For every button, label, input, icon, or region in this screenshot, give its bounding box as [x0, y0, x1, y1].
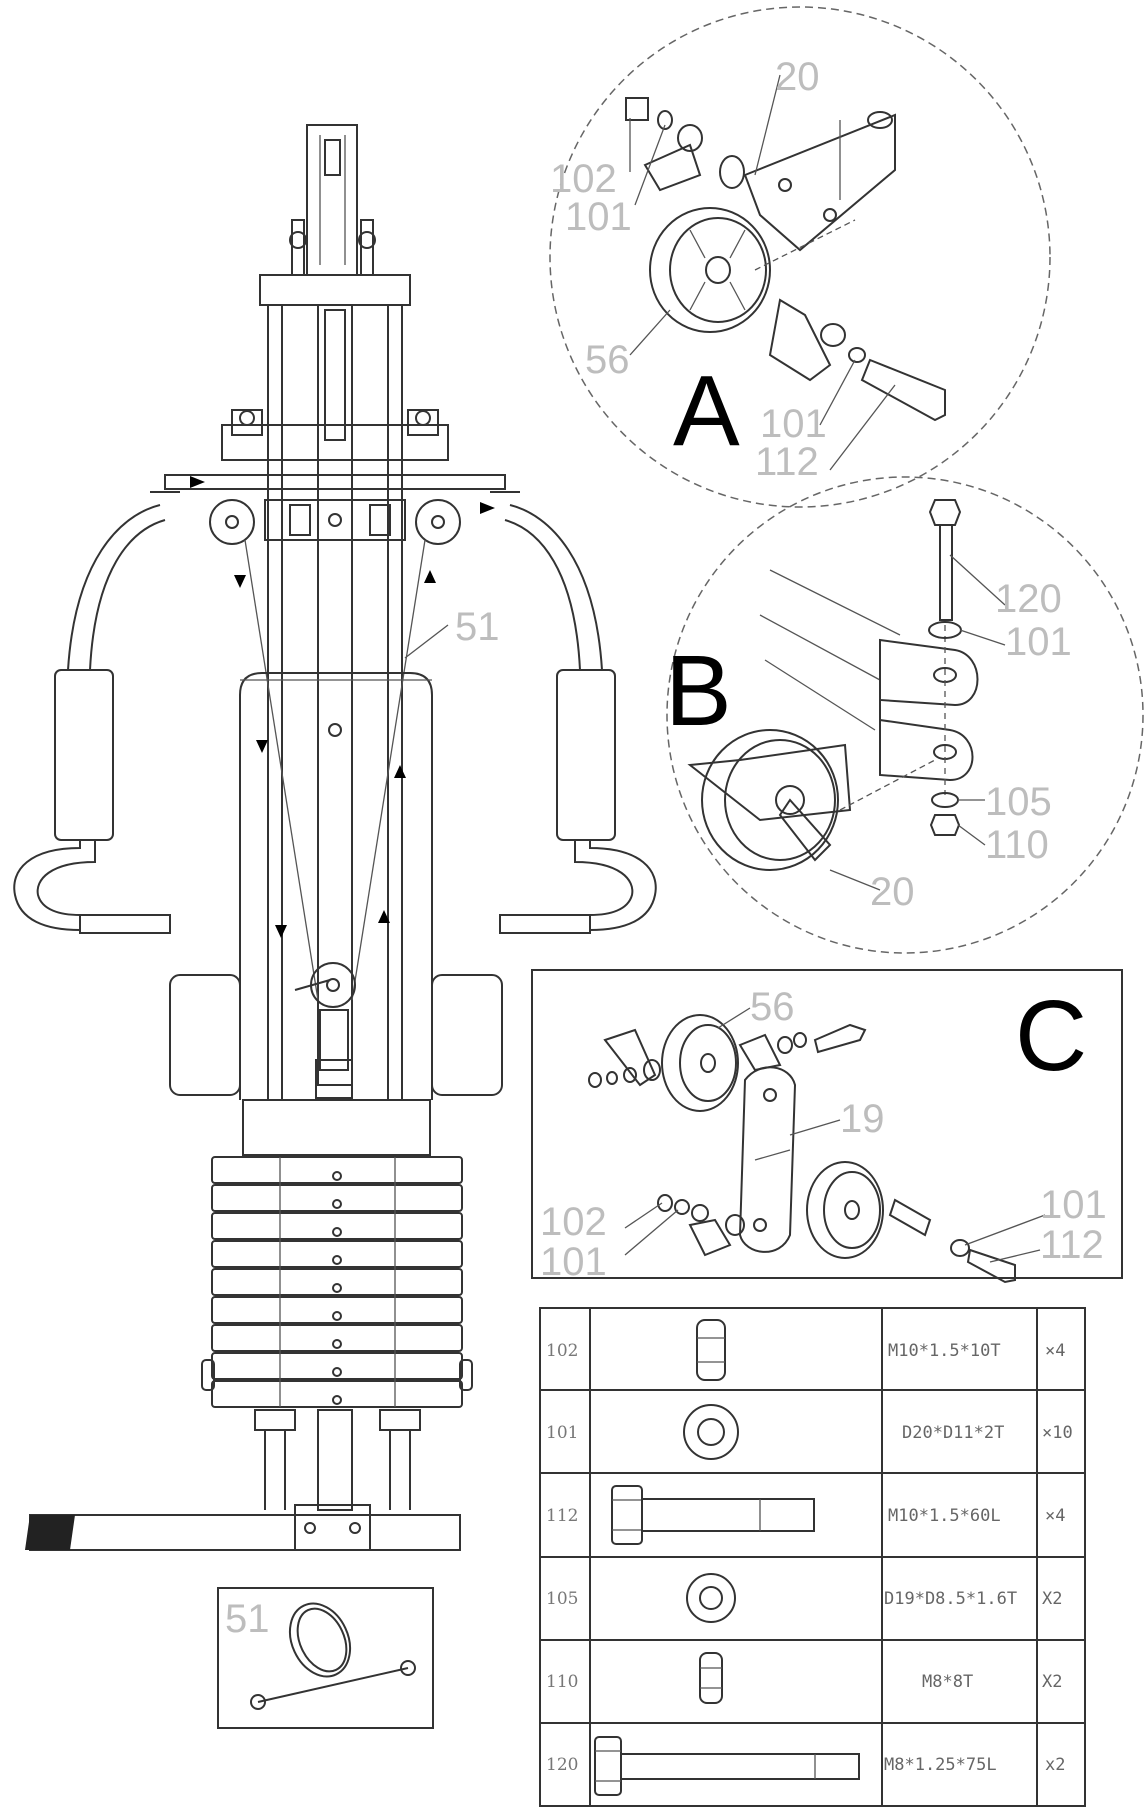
cable-callout: 51 — [455, 605, 500, 649]
housing-lower — [242, 1099, 431, 1156]
quantity: ×4 — [1045, 1341, 1065, 1361]
right-press-arm — [509, 504, 603, 671]
pulley-56 — [649, 207, 771, 333]
hex-nut-icon — [696, 1319, 726, 1381]
quantity: ×4 — [1045, 1506, 1065, 1526]
left-press-arm — [67, 504, 161, 671]
detail-c: C 56 — [531, 969, 1123, 1284]
label-105: 105 — [985, 780, 1052, 824]
bolt-120 — [928, 499, 962, 526]
label-101-c-right: 101 — [1040, 1183, 1107, 1227]
part-number: 105 — [546, 1589, 578, 1609]
shoulder-bracket — [221, 424, 449, 461]
label-19: 19 — [840, 1097, 885, 1141]
right-arm-pad — [556, 669, 616, 841]
left-seat-box — [169, 974, 241, 1096]
label-20: 20 — [775, 55, 820, 99]
washer-icon — [683, 1404, 739, 1460]
bracket-20 — [743, 113, 896, 252]
bracket-b — [879, 638, 979, 707]
table-row: 105 D19*D8.5*1.6T X2 — [546, 1573, 1062, 1623]
pin-b — [778, 798, 832, 862]
detail-b: 120 101 B 105 110 20 — [665, 476, 1144, 954]
left-arm-pad — [54, 669, 114, 841]
pulley-b — [701, 729, 839, 871]
detail-c-letter: C — [1015, 980, 1087, 1092]
quantity: X2 — [1042, 1589, 1062, 1609]
label-56: 56 — [585, 338, 630, 382]
centre-column — [317, 304, 353, 1086]
detail-a: 20 102 101 56 A 101 112 — [549, 6, 1051, 508]
right-seat-box — [431, 974, 503, 1096]
left-pulley — [209, 499, 255, 545]
quantity: ×10 — [1042, 1423, 1073, 1443]
bolt-icon — [611, 1485, 815, 1545]
detail-a-letter: A — [673, 355, 740, 467]
label-20-b: 20 — [870, 870, 915, 914]
spec: M10*1.5*60L — [888, 1506, 1001, 1526]
base-foot — [25, 1515, 75, 1550]
bolt-icon — [594, 1736, 860, 1796]
label-102: 102 — [550, 157, 617, 201]
top-head-plate — [259, 274, 411, 306]
detail-b-circle — [666, 476, 1144, 954]
spec: M8*8T — [922, 1672, 973, 1692]
label-101-b: 101 — [1005, 620, 1072, 664]
label-101: 101 — [565, 195, 632, 239]
label-101-c: 101 — [540, 1240, 607, 1284]
table-row: 120 M8*1.25*75L x2 — [546, 1736, 1065, 1796]
table-row: 101 D20*D11*2T ×10 — [546, 1404, 1073, 1460]
cable-box-label: 51 — [225, 1597, 270, 1641]
gym-machine-front-view: 51 — [13, 124, 657, 1551]
quantity: x2 — [1045, 1755, 1065, 1775]
cable-direction-arrows — [190, 476, 495, 938]
quantity: X2 — [1042, 1672, 1062, 1692]
part-number: 120 — [546, 1755, 578, 1775]
bolt-112 — [860, 358, 946, 422]
part-number: 112 — [546, 1506, 578, 1526]
label-110: 110 — [985, 823, 1049, 867]
pulley-crossbar — [164, 474, 506, 490]
spec: M10*1.5*10T — [888, 1341, 1001, 1361]
pulley-56-c — [661, 1014, 739, 1112]
top-arm — [306, 124, 358, 276]
part-number: 102 — [546, 1341, 578, 1361]
cable-coil-icon — [288, 1602, 352, 1678]
label-101-lower: 101 — [760, 402, 827, 446]
weight-stack — [201, 1156, 473, 1408]
table-row: 110 M8*8T X2 — [546, 1652, 1062, 1704]
right-pulley — [415, 499, 461, 545]
spec: M8*1.25*75L — [884, 1755, 997, 1775]
label-102-c: 102 — [540, 1200, 607, 1244]
pulley-lower-c — [806, 1161, 884, 1259]
cable-51-box: 51 — [217, 1587, 434, 1729]
part-number: 101 — [546, 1423, 578, 1443]
spec: D20*D11*2T — [902, 1423, 1004, 1443]
detail-c-box — [531, 969, 1123, 1279]
nut-102 — [625, 97, 649, 121]
part-number: 110 — [546, 1672, 578, 1692]
spec: D19*D8.5*1.6T — [884, 1589, 1017, 1609]
table-row: 102 M10*1.5*10T ×4 — [546, 1319, 1065, 1381]
label-112-c: 112 — [1040, 1223, 1104, 1267]
washer-icon — [686, 1573, 736, 1623]
label-112: 112 — [755, 440, 819, 484]
table-row: 112 M10*1.5*60L ×4 — [546, 1485, 1065, 1545]
hardware-table: 102 M10*1.5*10T ×4 101 D20*D11*2T ×10 11… — [539, 1307, 1086, 1807]
detail-b-letter: B — [665, 635, 732, 747]
back-frame — [239, 672, 433, 1100]
hex-nut-icon — [699, 1652, 723, 1704]
label-56-c: 56 — [750, 985, 795, 1029]
link-plate-19 — [738, 1066, 797, 1253]
label-120: 120 — [995, 577, 1062, 621]
detail-a-circle — [549, 6, 1051, 508]
base-frame — [29, 1514, 461, 1551]
